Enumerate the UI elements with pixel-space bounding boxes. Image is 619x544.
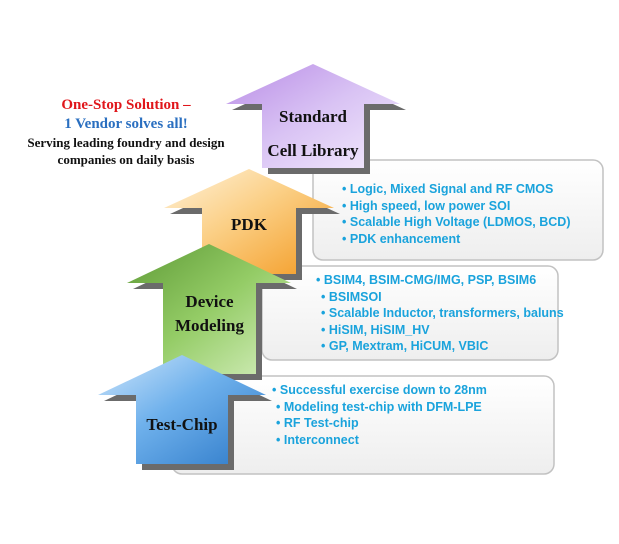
label-pdk: PDK [231,215,267,234]
bullet-item: Scalable Inductor, transformers, baluns [316,305,564,322]
bullet-item: RF Test-chip [272,415,487,432]
bullet-item: High speed, low power SOI [342,198,570,215]
tagline-subheadline: 1 Vendor solves all! [64,116,188,132]
bullet-item: Interconnect [272,432,487,449]
bullet-item: HiSIM, HiSIM_HV [316,322,564,339]
bullet-item: Successful exercise down to 28nm [272,382,487,399]
bullet-item: Logic, Mixed Signal and RF CMOS [342,181,570,198]
tagline-headline: One-Stop Solution – [61,97,191,113]
bullet-item: Scalable High Voltage (LDMOS, BCD) [342,214,571,231]
label-device-modeling: Device Modeling [175,292,244,335]
bullets-pdk: Logic, Mixed Signal and RF CMOS High spe… [342,181,571,248]
arrow-device-modeling [127,244,297,380]
label-standard-cell-library: Standard Cell Library [267,107,359,160]
tagline-description-line1: Serving leading foundry and design [27,135,225,150]
bullet-item: BSIMSOI [316,289,564,306]
tagline-description-line2: companies on daily basis [57,152,195,167]
bullet-item: PDK enhancement [342,231,570,248]
arrow-test-chip [98,355,272,470]
bullet-item: GP, Mextram, HiCUM, VBIC [316,338,564,355]
arrow-standard-cell-library [226,64,406,174]
bullet-item: BSIM4, BSIM-CMG/IMG, PSP, BSIM6 [316,272,564,289]
bullets-device-modeling: BSIM4, BSIM-CMG/IMG, PSP, BSIM6 BSIMSOI … [316,272,564,355]
tagline: One-Stop Solution – 1 Vendor solves all!… [0,96,252,168]
bullets-test-chip: Successful exercise down to 28nm Modelin… [272,382,487,448]
bullet-item: Modeling test-chip with DFM-LPE [272,399,487,416]
label-test-chip: Test-Chip [146,415,218,434]
